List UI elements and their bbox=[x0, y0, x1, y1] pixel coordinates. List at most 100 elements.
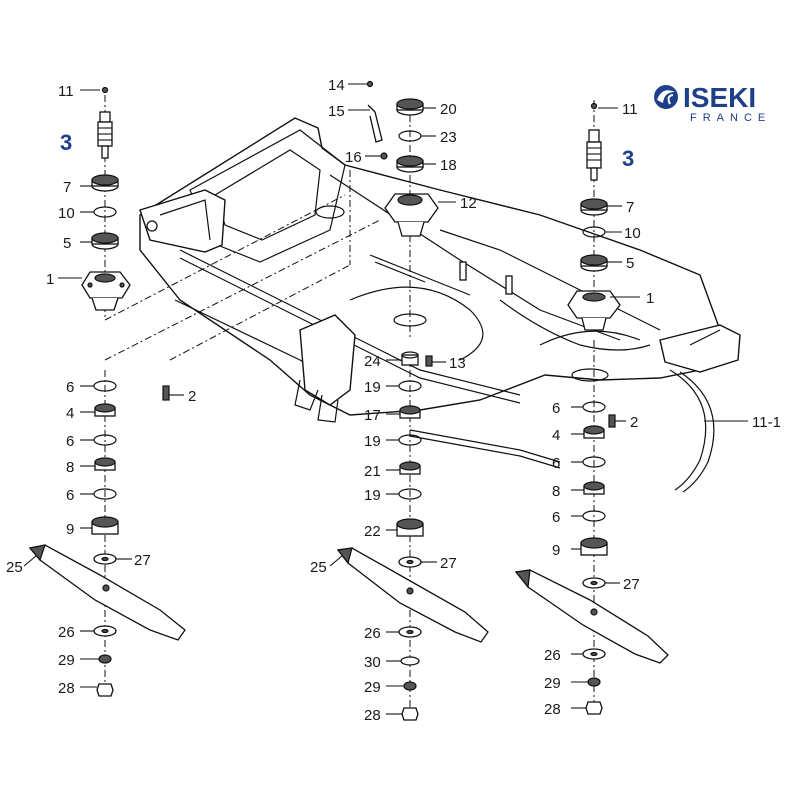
callout-4: 4 bbox=[552, 427, 560, 444]
callout-18: 18 bbox=[440, 157, 457, 174]
bearing bbox=[91, 174, 119, 192]
mower-blade bbox=[28, 544, 186, 641]
callout-11: 11 bbox=[622, 101, 638, 118]
callout-23: 23 bbox=[440, 129, 457, 146]
callout-28: 28 bbox=[544, 701, 561, 718]
washer bbox=[582, 648, 606, 660]
callout-10: 10 bbox=[624, 225, 641, 242]
callout-6: 6 bbox=[66, 487, 74, 504]
callout-7: 7 bbox=[63, 179, 71, 196]
logo-subtitle: FRANCE bbox=[690, 112, 771, 124]
callout-6: 6 bbox=[552, 400, 560, 417]
callout-28: 28 bbox=[58, 680, 75, 697]
callout-11-1: 11-1 bbox=[752, 414, 781, 431]
callout-17: 17 bbox=[364, 407, 381, 424]
callout-20: 20 bbox=[440, 101, 457, 118]
callout-1: 1 bbox=[646, 290, 654, 307]
washer bbox=[93, 625, 117, 637]
bearing bbox=[91, 232, 119, 250]
callout-26: 26 bbox=[58, 624, 75, 641]
bearing bbox=[396, 98, 424, 116]
callout-29: 29 bbox=[364, 679, 381, 696]
bolt bbox=[162, 385, 170, 401]
callout-9: 9 bbox=[66, 521, 74, 538]
callout-7: 7 bbox=[626, 199, 634, 216]
callout-29: 29 bbox=[544, 675, 561, 692]
callout-1: 1 bbox=[46, 271, 54, 288]
callout-26: 26 bbox=[364, 625, 381, 642]
nut bbox=[585, 701, 603, 715]
callout-8: 8 bbox=[552, 483, 560, 500]
nut bbox=[96, 683, 114, 697]
callout-28: 28 bbox=[364, 707, 381, 724]
grease-nipple bbox=[425, 355, 433, 367]
callout-4: 4 bbox=[66, 405, 74, 422]
spindle-shaft bbox=[586, 129, 602, 181]
callout-14: 14 bbox=[328, 77, 345, 94]
callout-6: 6 bbox=[552, 455, 560, 472]
lock-washer bbox=[98, 654, 112, 664]
lock-washer bbox=[403, 681, 417, 691]
callout-5: 5 bbox=[63, 235, 71, 252]
callout-6: 6 bbox=[66, 433, 74, 450]
lock-washer bbox=[587, 677, 601, 687]
pulley-bearing bbox=[396, 518, 424, 537]
bolt bbox=[608, 414, 616, 428]
bearing bbox=[94, 457, 116, 471]
iseki-swirl-icon bbox=[654, 85, 678, 109]
callout-2: 2 bbox=[188, 388, 196, 405]
callout-26: 26 bbox=[544, 647, 561, 664]
bearing bbox=[399, 461, 421, 475]
callout-11: 11 bbox=[58, 83, 74, 100]
right-spindle-assembly bbox=[514, 102, 669, 715]
callout-2: 2 bbox=[630, 414, 638, 431]
callout-25: 25 bbox=[310, 559, 327, 576]
mower-deck-frame bbox=[139, 117, 741, 493]
mower-blade bbox=[336, 547, 489, 643]
callout-27: 27 bbox=[134, 552, 151, 569]
pulley-bearing bbox=[580, 537, 608, 556]
iseki-logo: ISEKI FRANCE bbox=[654, 82, 771, 124]
callout-3-highlight: 3 bbox=[622, 146, 634, 171]
callout-27: 27 bbox=[623, 576, 640, 593]
callout-29: 29 bbox=[58, 652, 75, 669]
callout-5: 5 bbox=[626, 255, 634, 272]
bearing bbox=[583, 425, 605, 439]
callout-6: 6 bbox=[66, 379, 74, 396]
callout-12: 12 bbox=[460, 195, 477, 212]
callout-19: 19 bbox=[364, 487, 381, 504]
callout-30: 30 bbox=[364, 654, 381, 671]
bearing bbox=[399, 405, 421, 419]
callout-16: 16 bbox=[345, 149, 362, 166]
washer bbox=[398, 626, 422, 638]
callout-27: 27 bbox=[440, 555, 457, 572]
callout-15: 15 bbox=[328, 103, 345, 120]
washer bbox=[582, 577, 606, 589]
bearing bbox=[94, 403, 116, 417]
pulley-bearing bbox=[91, 516, 119, 535]
nut bbox=[401, 707, 419, 721]
callout-6: 6 bbox=[552, 509, 560, 526]
mower-blade bbox=[514, 569, 669, 664]
callout-labels: 11 3 7 10 5 1 6 4 6 8 6 9 25 27 26 29 28… bbox=[6, 77, 781, 724]
spindle-housing bbox=[567, 290, 621, 331]
callout-19: 19 bbox=[364, 379, 381, 396]
callout-19: 19 bbox=[364, 433, 381, 450]
callout-10: 10 bbox=[58, 205, 75, 222]
bearing bbox=[396, 155, 424, 173]
washer bbox=[398, 556, 422, 568]
spindle-housing bbox=[81, 271, 131, 311]
callout-25: 25 bbox=[6, 559, 23, 576]
callout-3-highlight: 3 bbox=[60, 130, 72, 155]
callout-21: 21 bbox=[364, 463, 381, 480]
left-spindle-assembly bbox=[28, 86, 186, 697]
spindle-housing bbox=[384, 193, 439, 237]
logo-brand: ISEKI bbox=[683, 82, 756, 113]
callout-24: 24 bbox=[364, 353, 381, 370]
callout-9: 9 bbox=[552, 542, 560, 559]
callout-8: 8 bbox=[66, 459, 74, 476]
washer bbox=[93, 553, 117, 565]
bearing bbox=[580, 198, 608, 216]
washer bbox=[400, 656, 420, 666]
